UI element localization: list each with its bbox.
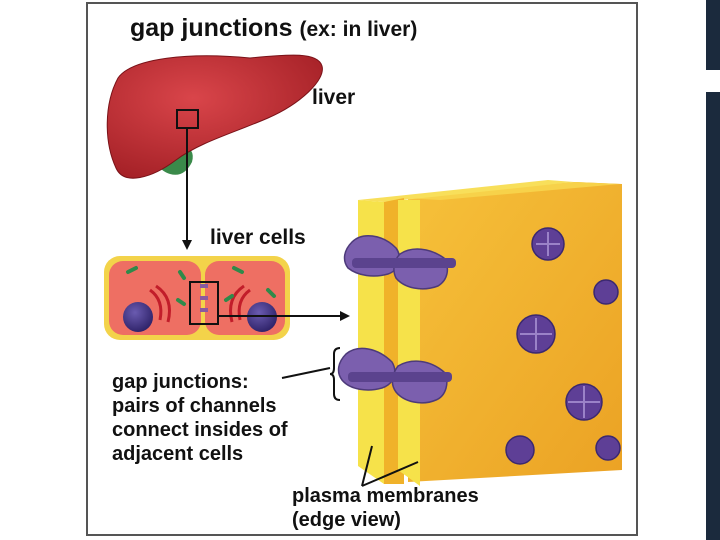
plasma-line-1: plasma membranes	[292, 485, 479, 507]
plasma-membranes-illustration	[337, 180, 622, 486]
title-main: gap junctions	[130, 14, 293, 42]
label-plasma-membranes: plasma membranes (edge view)	[292, 484, 479, 532]
liver-cells-illustration	[104, 256, 290, 340]
window-edge	[706, 0, 720, 540]
label-liver: liver	[312, 86, 356, 109]
label-liver-cells: liver cells	[210, 226, 306, 249]
arrow-down-icon	[182, 240, 192, 250]
diagram-title: gap junctions (ex: in liver)	[130, 14, 417, 43]
label-gap-junctions: gap junctions: pairs of channels connect…	[112, 370, 288, 466]
arrow-right-icon	[340, 311, 350, 321]
title-sub: (ex: in liver)	[299, 18, 418, 41]
liver-illustration	[106, 54, 323, 179]
window-edge-notch	[706, 70, 720, 92]
gap-line-3: connect insides of	[112, 419, 288, 441]
gap-line-2: pairs of channels	[112, 395, 277, 417]
cell-zoom-box	[189, 281, 219, 325]
gap-line-1: gap junctions:	[112, 371, 249, 393]
plasma-line-2: (edge view)	[292, 509, 401, 531]
gap-line-4: adjacent cells	[112, 443, 244, 465]
